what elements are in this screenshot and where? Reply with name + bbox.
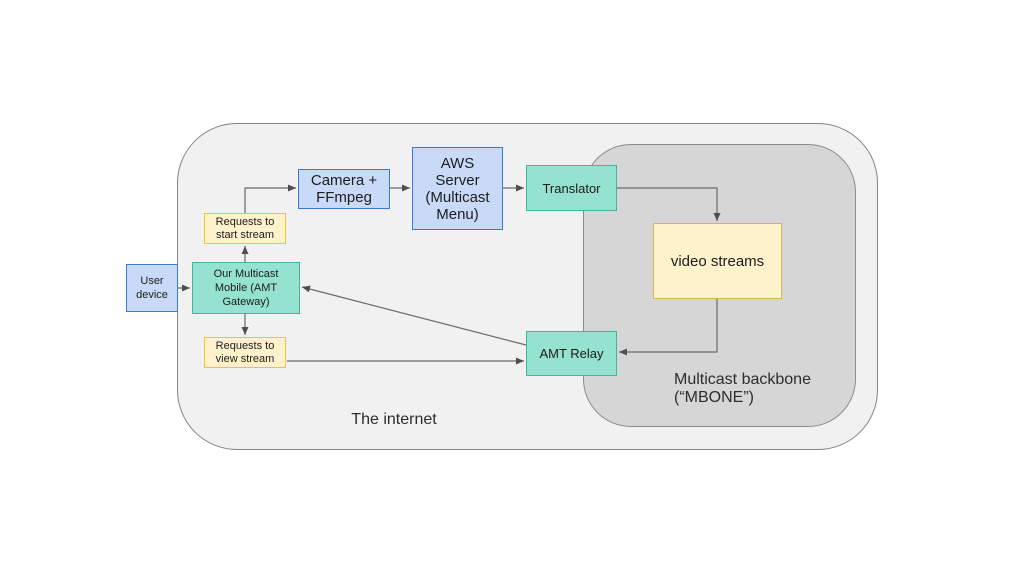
video-streams-node: video streams (653, 223, 782, 299)
requests-view-stream-node: Requests to view stream (204, 337, 286, 368)
amt-relay-node: AMT Relay (526, 331, 617, 376)
camera-ffmpeg-node: Camera + FFmpeg (298, 169, 390, 209)
internet-zone-label: The internet (351, 411, 437, 428)
translator-node: Translator (526, 165, 617, 211)
multicast-mobile-gateway-node: Our Multicast Mobile (AMT Gateway) (192, 262, 300, 314)
mbone-zone-label: Multicast backbone (“MBONE”) (674, 371, 811, 406)
aws-server-node: AWS Server (Multicast Menu) (412, 147, 503, 230)
user-device-node: User device (126, 264, 178, 312)
requests-start-stream-node: Requests to start stream (204, 213, 286, 244)
